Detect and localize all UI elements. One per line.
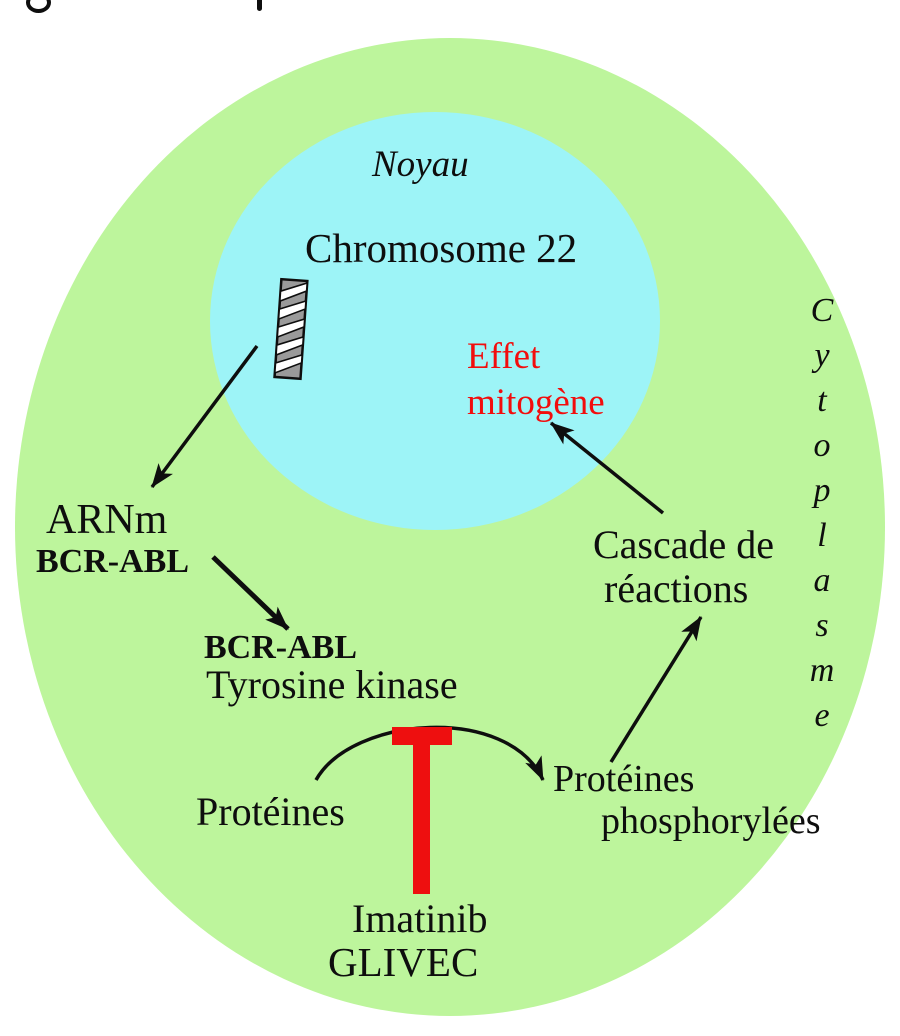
chromosome-label: Chromosome 22 <box>305 225 578 271</box>
phospho-proteins-line1: Protéines <box>553 758 695 800</box>
cytoplasm-letter: y <box>814 337 830 374</box>
nucleus-label: Noyau <box>372 144 469 185</box>
chromosome-icon <box>273 277 309 381</box>
cytoplasm-letter: p <box>813 472 831 509</box>
arrow-arnm-to-bcrabl <box>211 555 290 631</box>
proteins-label: Protéines <box>196 789 345 834</box>
cytoplasm-letter: e <box>814 697 830 734</box>
kinase-gene-label: BCR-ABL <box>204 629 358 666</box>
cascade-line1: Cascade de <box>593 522 775 567</box>
arrow-chromosome-to-arnm <box>150 344 259 489</box>
cytoplasm-letter: C <box>810 292 834 329</box>
arrow-cascade-to-mitogen <box>549 421 665 515</box>
inhibitor-tbar <box>392 727 452 894</box>
arrow-phospho-to-cascade <box>609 616 703 763</box>
phospho-proteins-line2: phosphorylées <box>601 800 821 842</box>
mrna-gene-label: BCR-ABL <box>36 543 190 580</box>
cytoplasm-letter: l <box>817 517 827 554</box>
cropped-text-fragment <box>257 0 262 11</box>
cytoplasm-letter: s <box>815 607 829 644</box>
mitogenic-effect-label: Effet mitogène <box>467 334 605 426</box>
mrna-label: ARNm <box>46 497 168 543</box>
cropped-text-fragment <box>26 0 51 13</box>
cytoplasm-letter: t <box>817 382 827 419</box>
cytoplasm-label: C y t o p l a s m e <box>798 288 846 738</box>
kinase-label: Tyrosine kinase <box>206 662 458 707</box>
cascade-line2: réactions <box>604 566 749 611</box>
mitogenic-effect-line2: mitogène <box>467 382 605 423</box>
drug-brand-label: GLIVEC <box>328 939 479 985</box>
drug-name-label: Imatinib <box>352 896 488 941</box>
cytoplasm-letter: a <box>813 562 831 599</box>
cytoplasm-letter: o <box>813 427 831 464</box>
mitogenic-effect-line1: Effet <box>467 336 541 377</box>
cytoplasm-letter: m <box>809 652 835 689</box>
